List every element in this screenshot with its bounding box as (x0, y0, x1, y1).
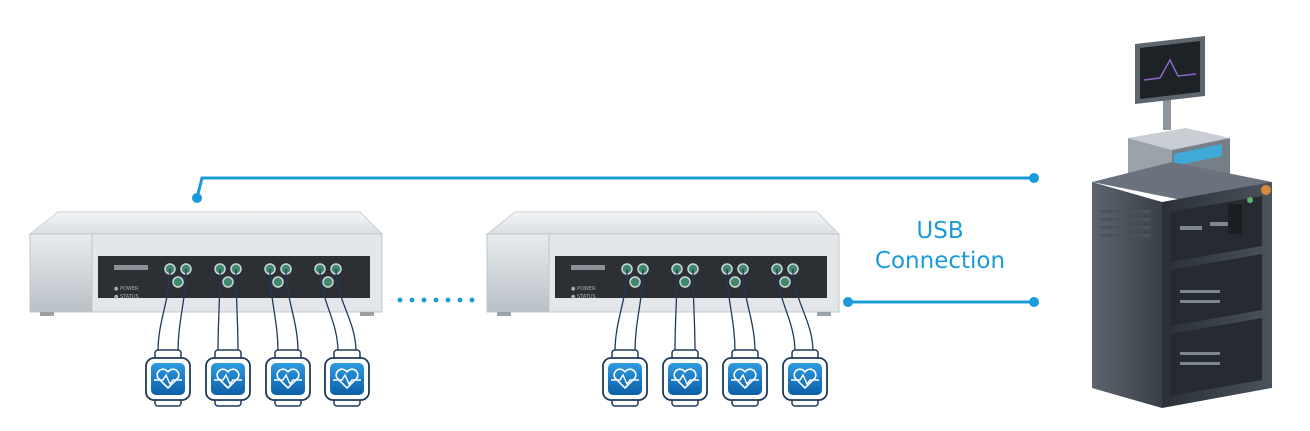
power-label: ● POWER (114, 286, 139, 292)
heart-rate-smartwatch-icon (145, 349, 191, 407)
heart-rate-smartwatch-icon (324, 349, 370, 407)
recorder-device-1: ● POWER ● STATUS (28, 211, 384, 316)
heart-rate-smartwatch-icon (782, 349, 828, 407)
watch-group (145, 349, 828, 407)
device-chain-line (195, 176, 1034, 199)
heart-rate-smartwatch-icon (602, 349, 648, 407)
workstation-cabinet-icon (1092, 36, 1272, 408)
connection-endpoints (192, 173, 1039, 307)
usb-label-line2: Connection (874, 248, 1006, 274)
status-label: ● STATUS (114, 294, 139, 300)
usb-label-line1: USB (916, 218, 964, 244)
svg-text:● STATUS: ● STATUS (571, 294, 596, 300)
more-devices-dots-icon (397, 297, 475, 303)
recorder-device-2: ● POWER ● STATUS (485, 211, 841, 316)
svg-text:● POWER: ● POWER (571, 286, 596, 292)
usb-connection-label: USB Connection (860, 216, 1020, 276)
heart-rate-smartwatch-icon (265, 349, 311, 407)
heart-rate-smartwatch-icon (722, 349, 768, 407)
sensor-cables (157, 268, 814, 353)
heart-rate-smartwatch-icon (205, 349, 251, 407)
heart-rate-smartwatch-icon (662, 349, 708, 407)
connection-lines (195, 176, 1034, 304)
